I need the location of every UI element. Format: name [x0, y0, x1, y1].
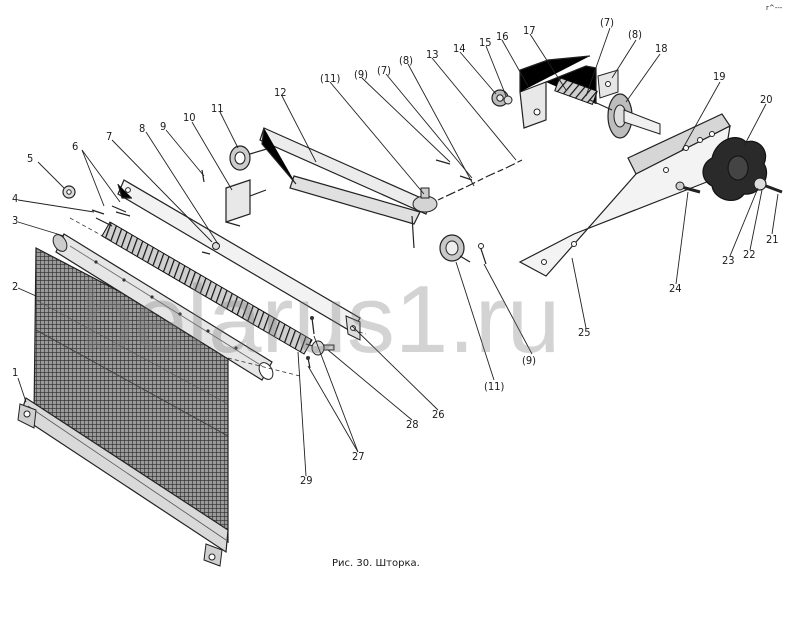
- callout-8c: (8): [628, 28, 642, 41]
- callout-11: 11: [211, 102, 224, 115]
- callout-12: 12: [274, 86, 287, 99]
- callout-2: 2: [12, 280, 18, 293]
- watermark: belarus1.ru: [80, 266, 560, 373]
- callout-8b: (8): [399, 54, 413, 67]
- screws: [306, 316, 315, 369]
- callout-7: 7: [106, 130, 112, 143]
- callout-15: 15: [479, 36, 492, 49]
- callout-28: 28: [406, 418, 419, 431]
- small-pins: [91, 205, 131, 217]
- callout-9b: (9): [354, 68, 368, 81]
- callout-17: 17: [523, 24, 536, 37]
- callout-6: 6: [72, 140, 78, 153]
- bottom-bar: [17, 397, 229, 567]
- roller-spring: [95, 217, 335, 356]
- roller-tube: [52, 233, 274, 381]
- callout-27: 27: [352, 450, 365, 463]
- leader-lines: [17, 27, 779, 477]
- callout-23: 23: [722, 254, 735, 267]
- adjustment-knob: [702, 137, 768, 202]
- callout-9: 9: [160, 120, 166, 133]
- callout-3: 3: [12, 214, 18, 227]
- mounting-plate: [518, 113, 731, 277]
- callout-24: 24: [669, 282, 682, 295]
- callout-29: 29: [300, 474, 313, 487]
- callout-21: 21: [766, 233, 779, 246]
- callout-13: 13: [426, 48, 439, 61]
- callout-19: 19: [713, 70, 726, 83]
- callout-11c: (11): [484, 380, 504, 393]
- callout-14: 14: [453, 42, 466, 55]
- mounting-bracket: [225, 179, 267, 227]
- callout-16: 16: [496, 30, 509, 43]
- callout-11b: (11): [320, 72, 340, 85]
- callout-1: 1: [12, 366, 18, 379]
- callout-8: 8: [139, 122, 145, 135]
- callout-10: 10: [183, 111, 196, 124]
- callout-4: 4: [12, 192, 18, 205]
- callout-22: 22: [743, 248, 756, 261]
- figure-caption: Рис. 30. Шторка.: [332, 558, 420, 569]
- callout-25: 25: [578, 326, 591, 339]
- upper-crossbar: [117, 179, 361, 341]
- callout-7b: (7): [377, 64, 391, 77]
- callout-26: 26: [432, 408, 445, 421]
- torsion-spring: [554, 76, 598, 106]
- corner-mark: r^---: [766, 4, 783, 12]
- washer: [62, 185, 76, 199]
- callout-20: 20: [760, 93, 773, 106]
- cable: [435, 159, 523, 201]
- callout-5: 5: [27, 152, 33, 165]
- pulley-lower: [439, 234, 487, 265]
- pin-and-nut: [201, 169, 220, 255]
- callout-labels: 1 2 3 4 5 6 7 8 9 10 11 12 (11) (9) (7) …: [12, 16, 779, 487]
- callout-7c: (7): [600, 16, 614, 29]
- shaft-pulley: [589, 93, 661, 139]
- assembly-lines: [69, 217, 367, 377]
- small-plate: [597, 69, 619, 99]
- plate-bolt: [675, 181, 701, 194]
- callout-18: 18: [655, 42, 668, 55]
- lever-arm: [259, 127, 438, 249]
- pulley: [229, 145, 271, 171]
- knob-bolt: [753, 177, 783, 194]
- callout-9c: (9): [522, 354, 536, 367]
